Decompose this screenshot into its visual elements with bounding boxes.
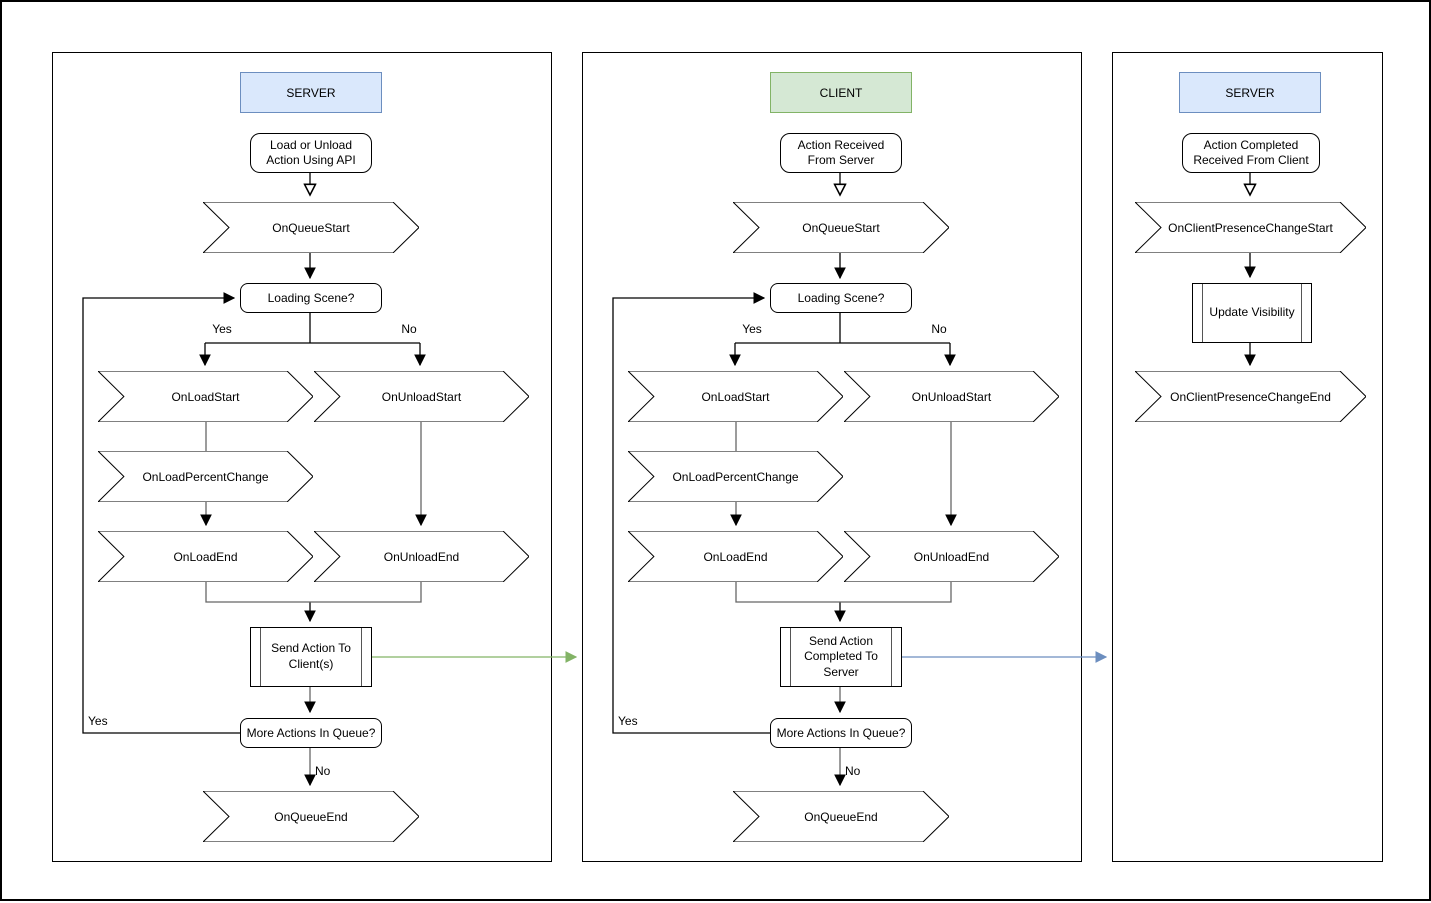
node-onloadend-server: OnLoadEnd (98, 531, 313, 582)
node-load-or-unload-action: Load or Unload Action Using API (250, 133, 372, 173)
subroutine-bar (260, 628, 261, 686)
node-loading-scene-server: Loading Scene? (240, 283, 382, 313)
node-onloadend-client: OnLoadEnd (628, 531, 843, 582)
node-onunloadstart-client: OnUnloadStart (844, 371, 1059, 422)
subroutine-bar (1202, 284, 1203, 342)
node-onloadpercentchange-server: OnLoadPercentChange (98, 451, 313, 502)
branch-label-no: No (845, 764, 861, 778)
branch-label-no: No (931, 322, 947, 336)
branch-label-no: No (401, 322, 417, 336)
node-onloadstart-server: OnLoadStart (98, 371, 313, 422)
node-send-action-completed-to-server: Send Action Completed To Server (780, 627, 902, 687)
node-action-completed-received-from-client: Action Completed Received From Client (1182, 133, 1320, 173)
node-onloadpercentchange-client: OnLoadPercentChange (628, 451, 843, 502)
node-update-visibility: Update Visibility (1192, 283, 1312, 343)
node-onqueuestart-server: OnQueueStart (203, 202, 419, 253)
node-more-actions-server: More Actions In Queue? (240, 718, 382, 748)
node-onunloadstart-server: OnUnloadStart (314, 371, 529, 422)
node-onqueueend-server: OnQueueEnd (203, 791, 419, 842)
header-label: CLIENT (819, 85, 863, 100)
node-onclientpresencechangestart: OnClientPresenceChangeStart (1135, 202, 1366, 253)
header-label: SERVER (286, 85, 336, 100)
header-server-left: SERVER (240, 72, 382, 113)
header-client: CLIENT (770, 72, 912, 113)
node-onclientpresencechangeend: OnClientPresenceChangeEnd (1135, 371, 1366, 422)
node-onloadstart-client: OnLoadStart (628, 371, 843, 422)
node-loading-scene-client: Loading Scene? (770, 283, 912, 313)
node-send-action-to-clients: Send Action To Client(s) (250, 627, 372, 687)
header-server-right: SERVER (1179, 72, 1321, 113)
subroutine-bar (1301, 284, 1302, 342)
branch-label-yes: Yes (212, 322, 232, 336)
subroutine-bar (361, 628, 362, 686)
header-label: SERVER (1225, 85, 1275, 100)
branch-label-yes: Yes (88, 714, 108, 728)
branch-label-yes: Yes (618, 714, 638, 728)
node-onqueueend-client: OnQueueEnd (733, 791, 949, 842)
node-onunloadend-server: OnUnloadEnd (314, 531, 529, 582)
node-action-received-from-server: Action Received From Server (780, 133, 902, 173)
subroutine-bar (790, 628, 791, 686)
subroutine-bar (891, 628, 892, 686)
branch-label-yes: Yes (742, 322, 762, 336)
node-more-actions-client: More Actions In Queue? (770, 718, 912, 748)
branch-label-no: No (315, 764, 331, 778)
node-onqueuestart-client: OnQueueStart (733, 202, 949, 253)
node-onunloadend-client: OnUnloadEnd (844, 531, 1059, 582)
panel-server-right (1112, 52, 1383, 862)
